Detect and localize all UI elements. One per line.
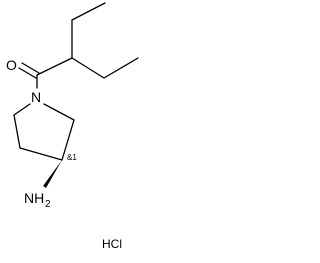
- ring-nitrogen-atom: N: [31, 89, 41, 105]
- oxygen-atom: O: [6, 57, 17, 73]
- ring-bond-n-c2: [43, 103, 75, 121]
- chemical-structure: O N &1 NH 2 HCl: [6, 2, 139, 251]
- carbonyl-bond-1: [21, 62, 40, 74]
- amine-nh-label: NH: [24, 190, 44, 206]
- amine-h-subscript: 2: [45, 199, 51, 210]
- salt-label: HCl: [102, 237, 122, 251]
- ring-bond-c5-n: [13, 103, 31, 116]
- bond-carbonyl-alpha: [36, 57, 73, 76]
- bond-upper-ethyl: [71, 2, 106, 21]
- stereo-annotation: &1: [67, 153, 77, 162]
- ring-bond-c2-c3: [61, 119, 75, 161]
- stereo-wedge-bond: [43, 160, 62, 188]
- bond-lower-ethyl: [103, 57, 139, 79]
- bond-alpha-lower-ch2: [71, 57, 105, 79]
- ring-bond-c3-c4: [19, 147, 63, 161]
- ring-bond-c4-c5: [13, 114, 21, 149]
- carbonyl-bond-2: [18, 67, 37, 79]
